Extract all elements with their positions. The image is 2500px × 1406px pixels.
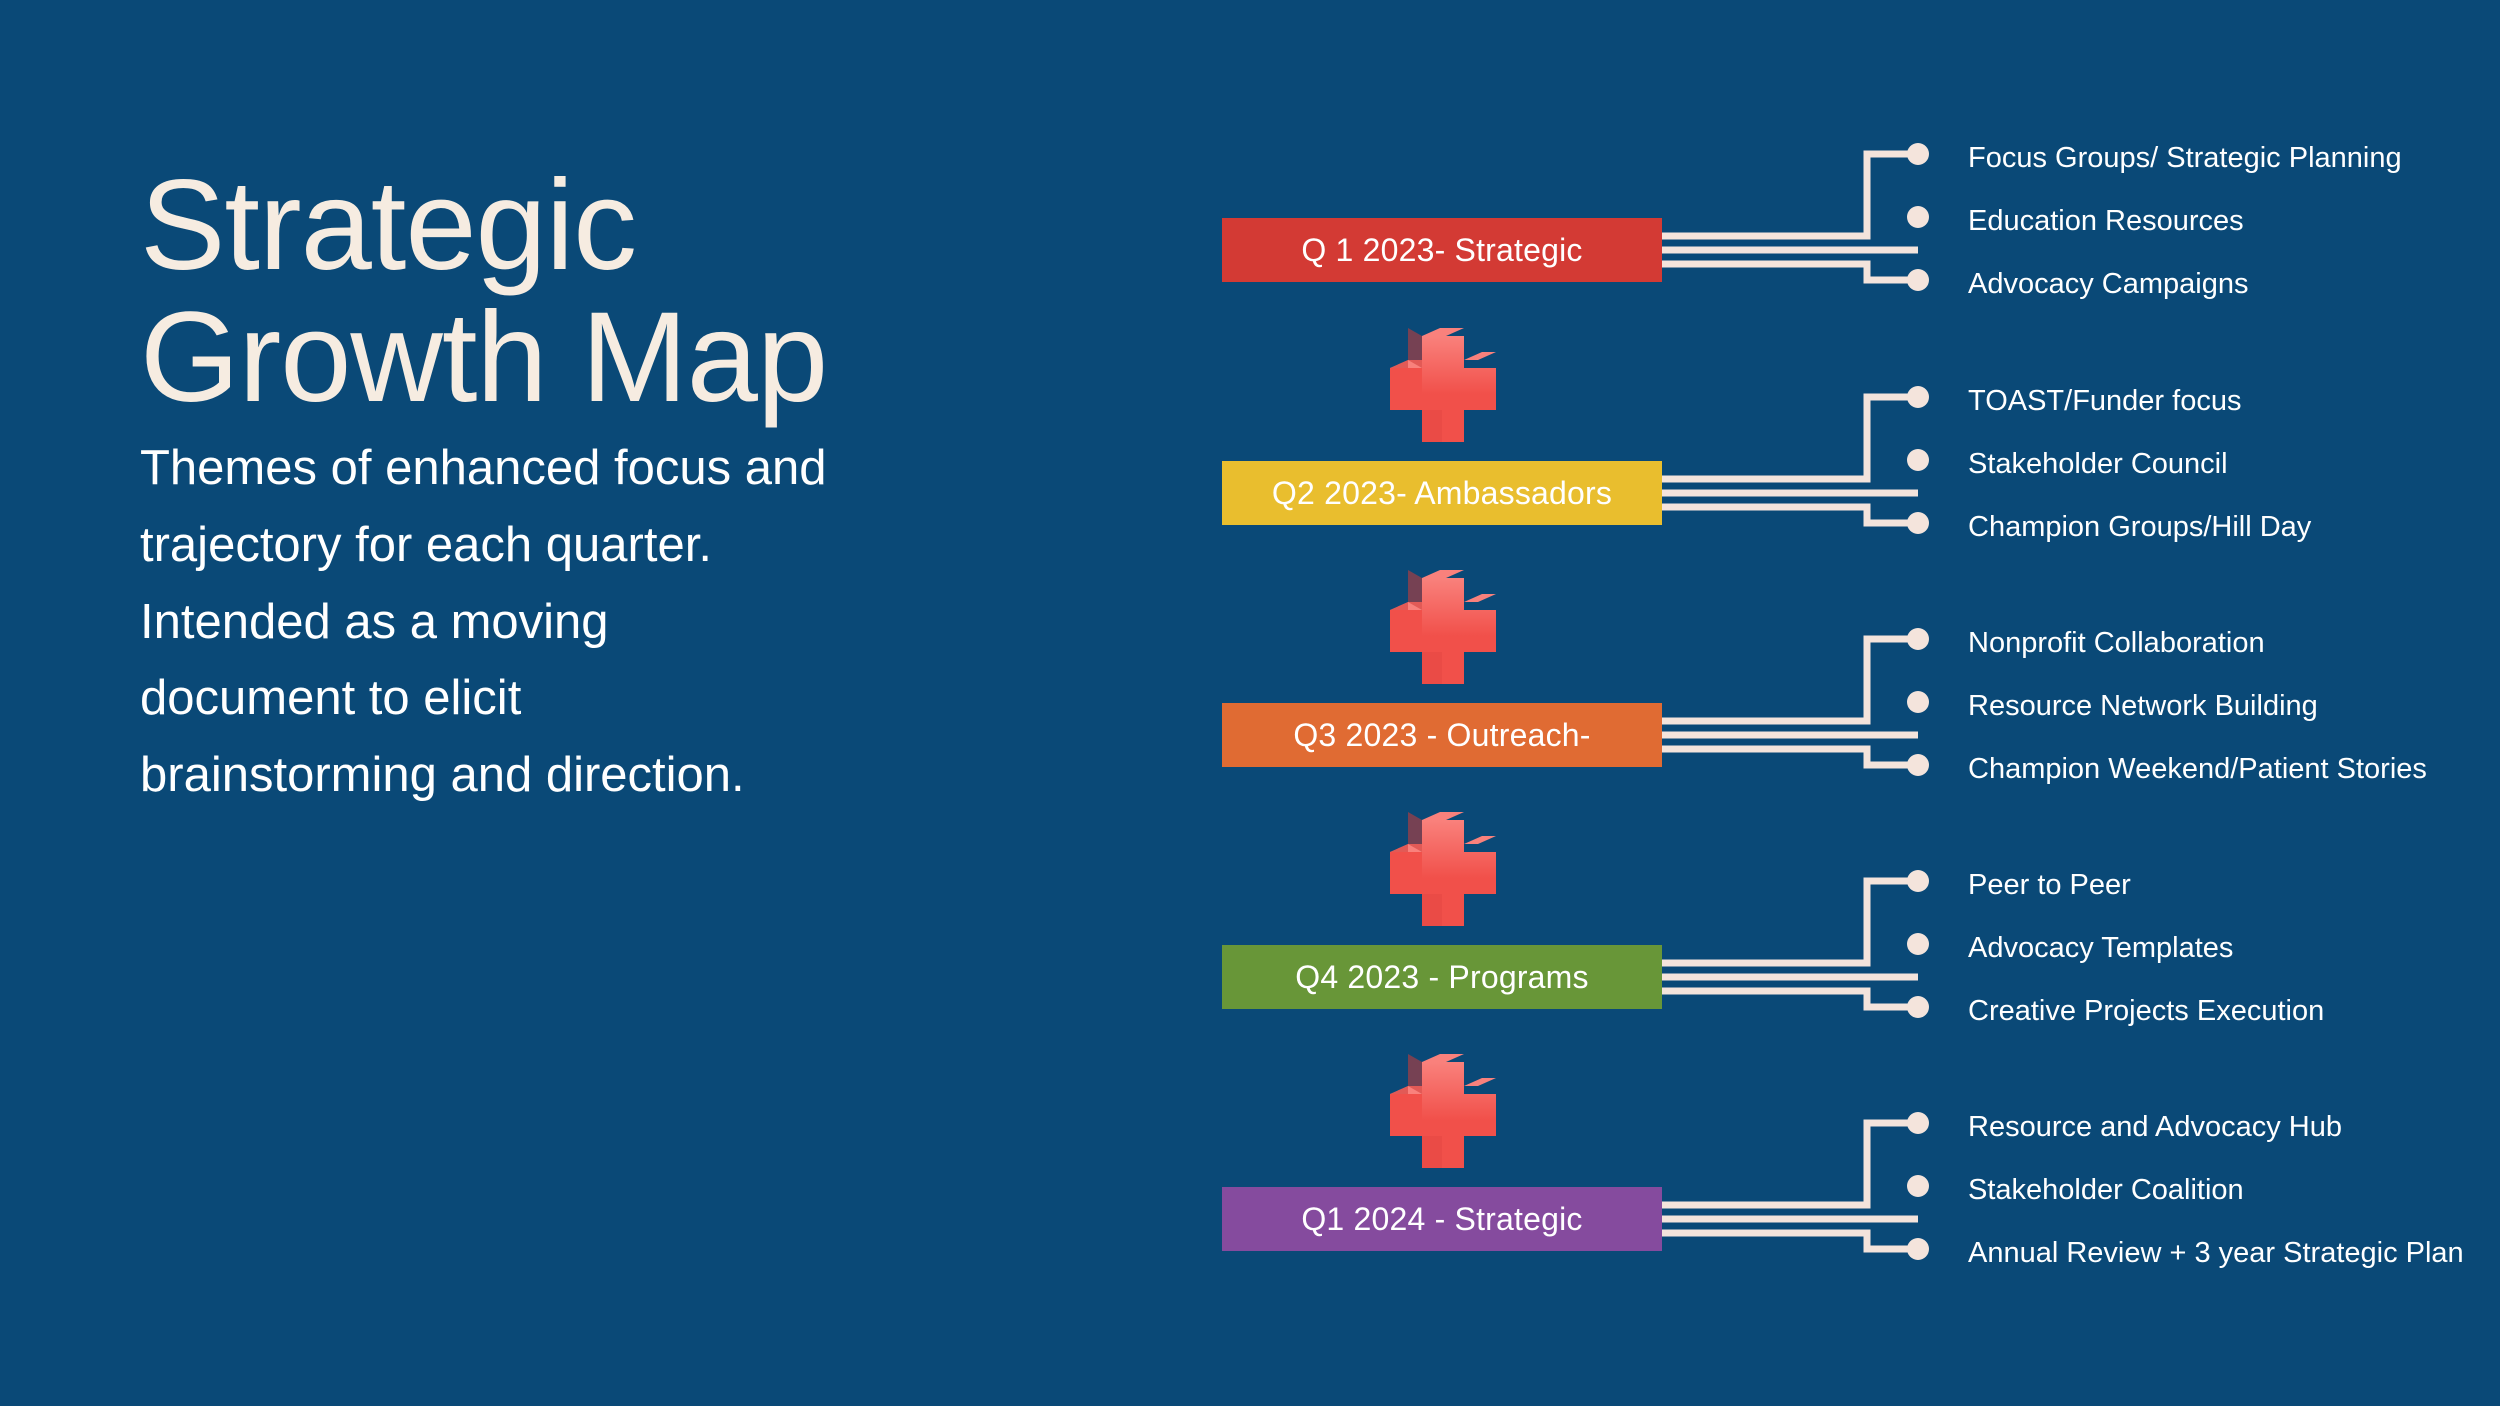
stage-bar-label: Q4 2023 - Programs	[1295, 958, 1589, 995]
connector-lines	[1662, 143, 1929, 291]
roadmap-stage: Q 1 2023- Strategic Focus Groups/ Strateg…	[1200, 143, 2500, 299]
roadmap-diagram: Q 1 2023- Strategic Focus Groups/ Strateg…	[1200, 0, 2500, 1406]
connector-lines	[1662, 1112, 1929, 1260]
branch-label[interactable]: Advocacy Templates	[1968, 932, 2234, 964]
branch-label[interactable]: Resource Network Building	[1968, 690, 2318, 722]
stage-bar[interactable]: Q2 2023- Ambassadors	[1222, 461, 1662, 525]
connector-lines	[1662, 870, 1929, 1018]
plus-icon-glyph	[1390, 812, 1496, 926]
branch-label[interactable]: Stakeholder Coalition	[1968, 1174, 2244, 1206]
page-subtitle: Themes of enhanced focus and trajectory …	[140, 440, 827, 803]
stage-bar-label: Q 1 2023- Strategic	[1301, 231, 1583, 268]
roadmap-stage: Q1 2024 - Strategic Resource and Advocacy…	[1200, 1112, 2500, 1268]
intro-text-block: Strategic Growth Map Themes of enhanced …	[140, 160, 960, 814]
stage-bar-label: Q1 2024 - Strategic	[1301, 1200, 1583, 1237]
roadmap-stage: Q3 2023 - Outreach- Nonprofit Collaborati…	[1200, 628, 2500, 784]
branch-label[interactable]: Champion Groups/Hill Day	[1968, 511, 2312, 543]
stage-connectors	[1662, 118, 1962, 388]
branch-label[interactable]: Advocacy Campaigns	[1968, 268, 2249, 300]
branch-label[interactable]: Resource and Advocacy Hub	[1968, 1111, 2342, 1143]
stage-connectors	[1662, 361, 1962, 631]
branch-label[interactable]: Nonprofit Collaboration	[1968, 627, 2265, 659]
page-title: Strategic Growth Map	[140, 154, 828, 429]
branch-label[interactable]: Creative Projects Execution	[1968, 995, 2325, 1027]
branch-label[interactable]: Focus Groups/ Strategic Planning	[1968, 142, 2402, 174]
stage-connectors	[1662, 845, 1962, 1115]
plus-icon	[1382, 1054, 1504, 1176]
connector-lines	[1662, 628, 1929, 776]
branch-label[interactable]: Champion Weekend/Patient Stories	[1968, 753, 2427, 785]
stage-bar-label: Q3 2023 - Outreach-	[1293, 716, 1591, 753]
branch-label[interactable]: Stakeholder Council	[1968, 448, 2228, 480]
plus-icon-glyph	[1390, 1054, 1496, 1168]
plus-icon-glyph	[1390, 570, 1496, 684]
stage-bar[interactable]: Q 1 2023- Strategic	[1222, 218, 1662, 282]
branch-label[interactable]: TOAST/Funder focus	[1968, 385, 2242, 417]
branch-label[interactable]: Education Resources	[1968, 205, 2244, 237]
branch-label[interactable]: Annual Review + 3 year Strategic Plan	[1968, 1237, 2464, 1269]
plus-icon	[1382, 570, 1504, 692]
stage-bar[interactable]: Q4 2023 - Programs	[1222, 945, 1662, 1009]
connector-lines	[1662, 386, 1929, 534]
stage-bar[interactable]: Q3 2023 - Outreach-	[1222, 703, 1662, 767]
stage-bar-label: Q2 2023- Ambassadors	[1271, 474, 1613, 511]
stage-connectors	[1662, 1087, 1962, 1357]
branch-label[interactable]: Peer to Peer	[1968, 869, 2131, 901]
stage-connectors	[1662, 603, 1962, 873]
stage-bar[interactable]: Q1 2024 - Strategic	[1222, 1187, 1662, 1251]
plus-icon	[1382, 328, 1504, 450]
plus-icon-glyph	[1390, 328, 1496, 442]
plus-icon	[1382, 812, 1504, 934]
